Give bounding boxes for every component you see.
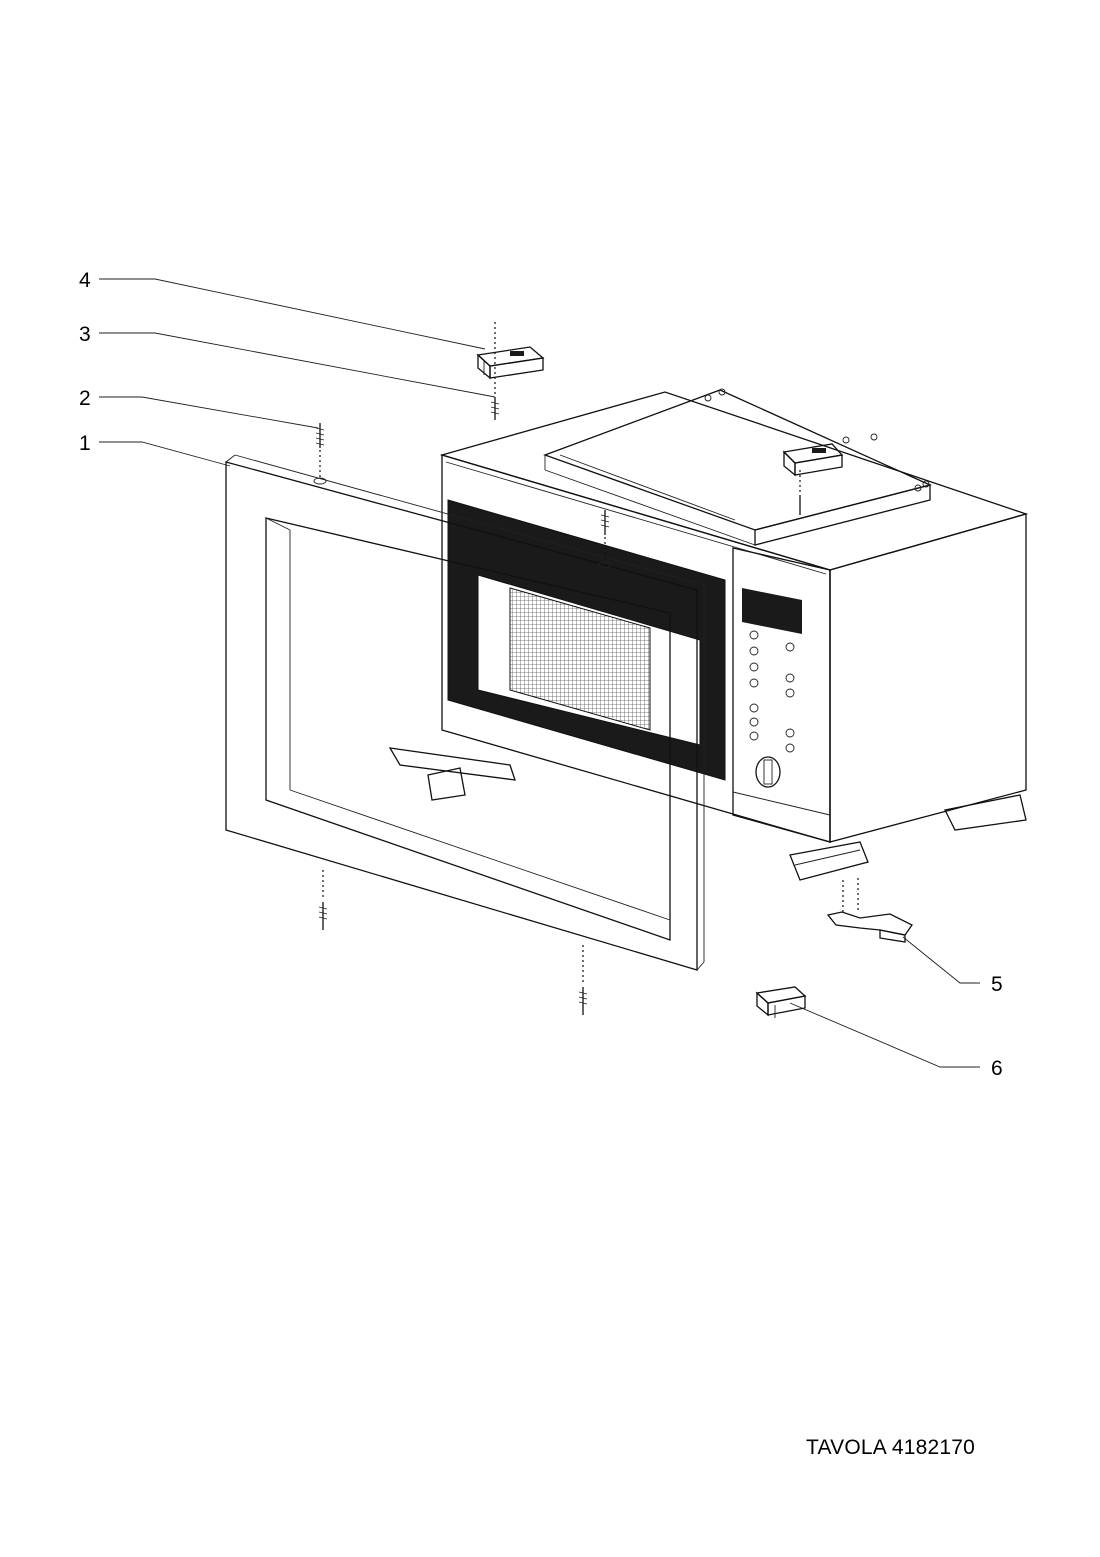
leader-lines [99,278,980,1068]
foot-bracket-part-5 [826,878,913,943]
bracket-on-body [782,443,844,477]
screw-part-2 [315,423,325,478]
screw-front-top [600,510,610,560]
top-vent-box [543,388,932,546]
screw-bottom-left [318,870,328,930]
support-feet [388,747,1027,881]
callout-label-3: 3 [79,323,91,346]
bracket-part-4 [476,346,545,380]
trim-frame-part-1 [225,454,705,971]
microwave-oven [388,388,1029,881]
callout-label-5: 5 [991,973,1003,996]
callout-label-6: 6 [991,1057,1003,1080]
screw-bottom-right [578,945,588,1015]
callout-label-1: 1 [79,432,91,455]
clip-part-6 [755,986,807,1018]
control-panel [732,547,831,843]
callout-label-4: 4 [79,269,91,292]
table-id-caption: TAVOLA 4182170 [806,1436,975,1459]
knob-icon [755,756,781,788]
screw-part-3 [490,322,500,420]
callout-label-2: 2 [79,387,91,410]
